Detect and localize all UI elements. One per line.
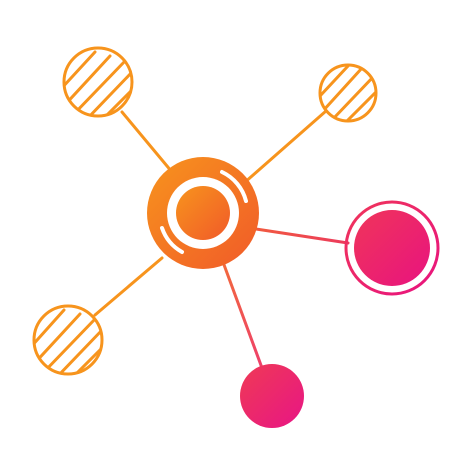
line-to-top-right [242,109,328,185]
top-left-node [62,46,134,118]
hub-node [147,157,259,269]
bottom-node [240,364,304,428]
connector-lines [93,109,350,370]
bottom-left-node [32,304,104,376]
line-to-right [254,227,350,245]
line-to-bottom [221,260,264,370]
right-node [344,200,440,296]
top-right-node [318,63,378,123]
line-to-bottom-left [93,256,164,317]
line-to-top-left [120,110,174,174]
